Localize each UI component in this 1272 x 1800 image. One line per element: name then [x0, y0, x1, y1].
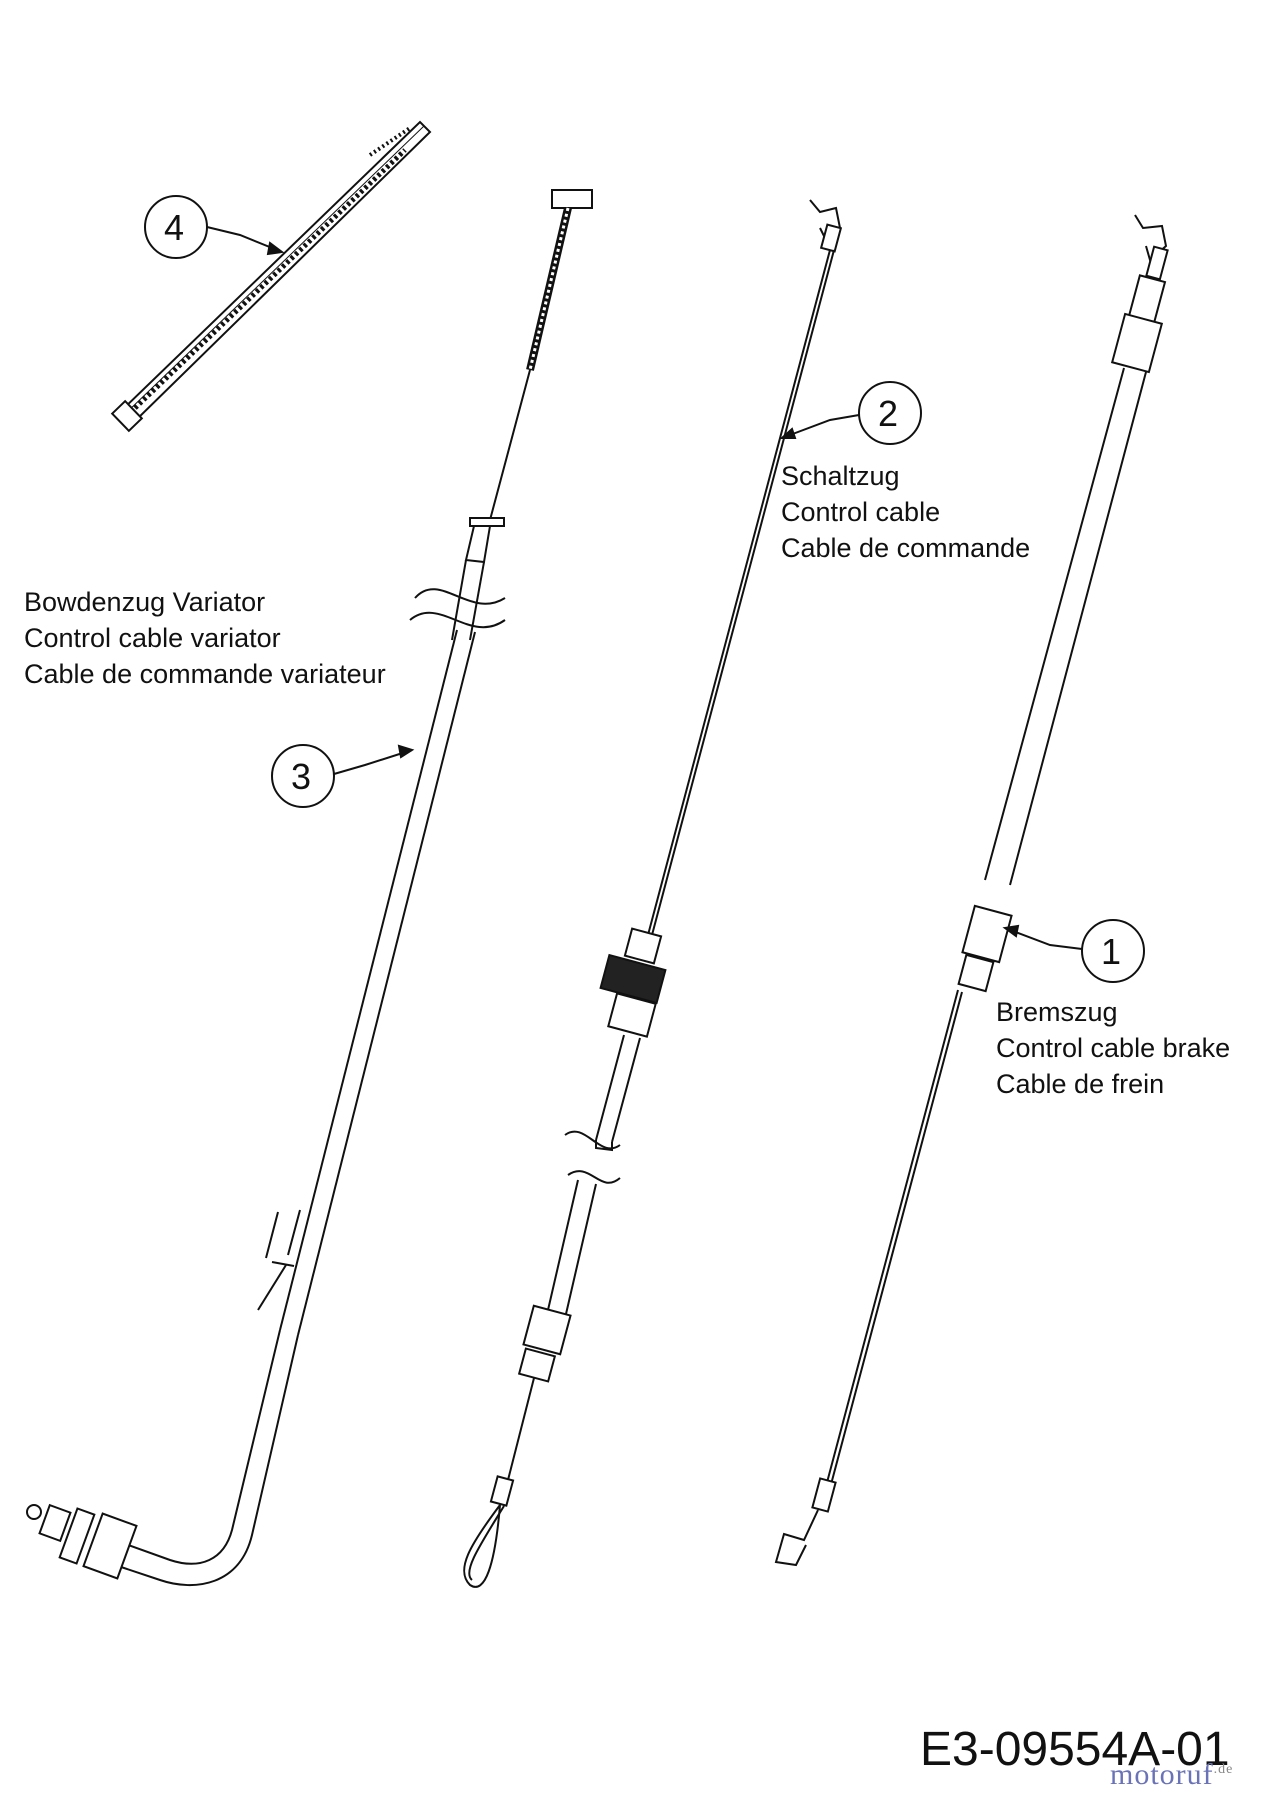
callout-1: 1	[1002, 919, 1145, 983]
callout-2: 2	[779, 381, 922, 445]
svg-text:3: 3	[291, 756, 311, 797]
brake-cable-label: Bremszug Control cable brake Cable de fr…	[996, 997, 1231, 1099]
control-cable-part	[463, 199, 843, 1588]
svg-text:1: 1	[1101, 931, 1121, 972]
cable-tie-part	[110, 120, 432, 433]
brake-cable-part	[774, 214, 1169, 1567]
variator-cable-part	[26, 189, 593, 1587]
control-cable-label: Schaltzug Control cable Cable de command…	[781, 461, 1031, 563]
svg-text:4: 4	[164, 207, 184, 248]
watermark-suffix: .de	[1213, 1762, 1234, 1777]
variator-cable-label: Bowdenzug Variator Control cable variato…	[24, 587, 386, 689]
drawing-code: E3-09554A-01	[920, 1723, 1230, 1776]
watermark-main: motoruf	[1110, 1758, 1214, 1791]
svg-text:2: 2	[878, 393, 898, 434]
watermark-logo: motoruf.de	[1110, 1758, 1233, 1792]
callout-3: 3	[271, 744, 415, 808]
callout-4: 4	[144, 195, 285, 259]
